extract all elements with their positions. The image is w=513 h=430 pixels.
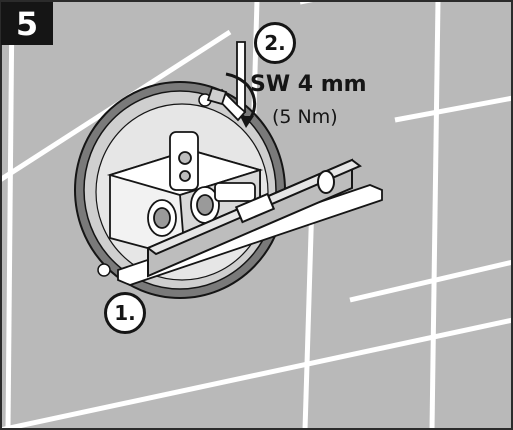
arrow-head-icon <box>240 116 254 128</box>
key-size-label: SW 4 mm <box>250 72 367 97</box>
spirit-level-icon <box>146 158 362 278</box>
callout-step-1: 1. <box>104 292 146 334</box>
step-number: 5 <box>1 2 53 45</box>
hex-key-icon <box>206 41 247 122</box>
torque-label: (5 Nm) <box>272 106 338 128</box>
callout-step-2: 2. <box>254 22 296 64</box>
screw-lower-left <box>97 263 111 277</box>
